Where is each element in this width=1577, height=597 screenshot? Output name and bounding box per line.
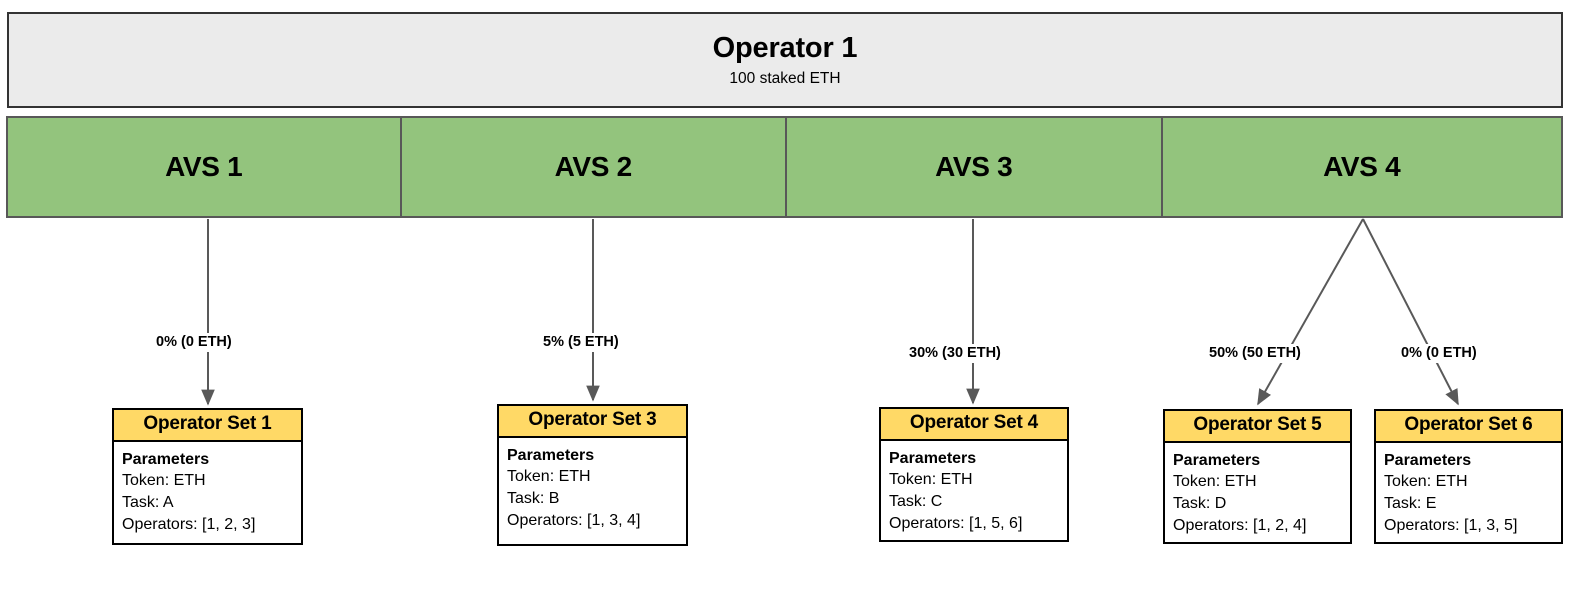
edge-avs4-opset6	[1362, 218, 1459, 406]
param-task: Task: E	[1384, 495, 1437, 513]
operator-set-title: Operator Set 3	[499, 406, 686, 438]
edge-label-avs4-opset5: 50% (50 ETH)	[1206, 344, 1304, 363]
operator-set-body: Parameters Token: ETH Task: A Operators:…	[114, 442, 301, 543]
param-token: Token: ETH	[889, 471, 973, 489]
param-token: Token: ETH	[1384, 473, 1468, 491]
edge-label-avs4-opset6: 0% (0 ETH)	[1398, 344, 1480, 363]
param-operators: Operators: [1, 3, 5]	[1384, 516, 1518, 534]
operator-set-body: Parameters Token: ETH Task: C Operators:…	[881, 441, 1067, 542]
param-operators: Operators: [1, 2, 4]	[1173, 516, 1307, 534]
param-token: Token: ETH	[122, 472, 206, 490]
edge-avs4-opset5	[1257, 218, 1364, 406]
operator-set-title: Operator Set 4	[881, 409, 1067, 441]
edge-label-avs1-opset1: 0% (0 ETH)	[153, 333, 235, 352]
operator-set-title: Operator Set 1	[114, 410, 301, 442]
param-task: Task: D	[1173, 495, 1227, 513]
parameters-heading: Parameters	[122, 450, 210, 468]
operator-set-node-1: Operator Set 1 Parameters Token: ETH Tas…	[112, 408, 303, 545]
avs-row: AVS 1 AVS 2 AVS 3 AVS 4	[6, 116, 1563, 218]
avs-node-1: AVS 1	[6, 116, 402, 218]
param-task: Task: A	[122, 494, 174, 512]
operator-set-body: Parameters Token: ETH Task: B Operators:…	[499, 438, 686, 539]
operator-set-body: Parameters Token: ETH Task: E Operators:…	[1376, 443, 1561, 544]
avs-node-4: AVS 4	[1160, 116, 1563, 218]
operator-set-node-4: Operator Set 4 Parameters Token: ETH Tas…	[879, 407, 1069, 542]
param-task: Task: B	[507, 490, 560, 508]
operator-set-title: Operator Set 6	[1376, 411, 1561, 443]
operator-set-title: Operator Set 5	[1165, 411, 1350, 443]
parameters-heading: Parameters	[889, 449, 977, 467]
avs-node-2: AVS 2	[399, 116, 787, 218]
param-operators: Operators: [1, 5, 6]	[889, 514, 1023, 532]
edge-label-avs2-opset3: 5% (5 ETH)	[540, 333, 622, 352]
param-task: Task: C	[889, 493, 943, 511]
operator-set-node-5: Operator Set 5 Parameters Token: ETH Tas…	[1163, 409, 1352, 544]
operator-stake: 100 staked ETH	[729, 70, 841, 88]
operator-set-node-3: Operator Set 3 Parameters Token: ETH Tas…	[497, 404, 688, 546]
avs-label: AVS 4	[1323, 151, 1401, 182]
operator-set-body: Parameters Token: ETH Task: D Operators:…	[1165, 443, 1350, 544]
param-operators: Operators: [1, 3, 4]	[507, 511, 641, 529]
avs-label: AVS 2	[554, 151, 633, 182]
parameters-heading: Parameters	[1173, 451, 1261, 469]
edge-label-avs3-opset4: 30% (30 ETH)	[906, 344, 1004, 363]
avs-label: AVS 1	[165, 151, 243, 182]
parameters-heading: Parameters	[1384, 451, 1472, 469]
operator-node: Operator 1 100 staked ETH	[7, 12, 1563, 108]
operator-set-node-6: Operator Set 6 Parameters Token: ETH Tas…	[1374, 409, 1563, 544]
parameters-heading: Parameters	[507, 446, 595, 464]
operator-name: Operator 1	[712, 31, 858, 64]
param-token: Token: ETH	[507, 468, 591, 486]
avs-label: AVS 3	[935, 151, 1013, 182]
param-token: Token: ETH	[1173, 473, 1257, 491]
param-operators: Operators: [1, 2, 3]	[122, 515, 256, 533]
avs-node-3: AVS 3	[785, 116, 1163, 218]
